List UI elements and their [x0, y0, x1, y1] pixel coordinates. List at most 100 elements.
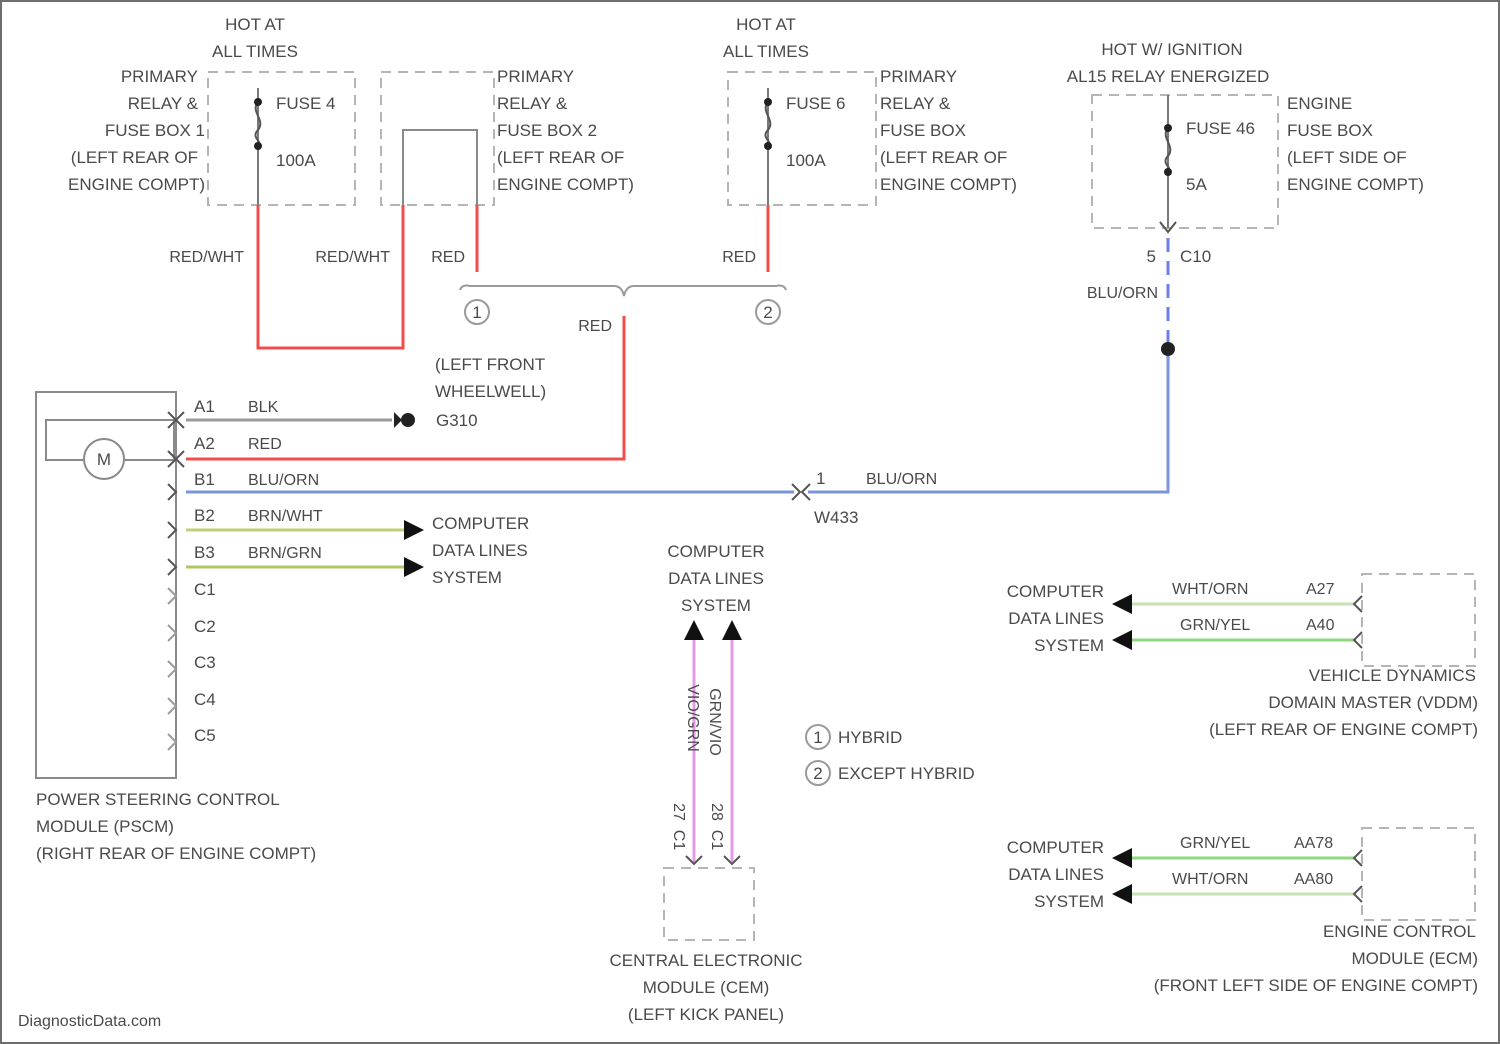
arrow-up-icon [684, 620, 704, 640]
fuse-box-1-location-line: FUSE BOX 1 [105, 121, 205, 140]
engine-fuse-box-location-line: ENGINE [1287, 94, 1352, 113]
vddm-outline [1362, 574, 1475, 666]
pscm-pin-id: A1 [194, 397, 215, 416]
ecm-cdl-line: DATA LINES [1008, 865, 1104, 884]
cem-outline [664, 868, 754, 940]
variant-1-number: 1 [472, 303, 481, 322]
cem-name-line: (LEFT KICK PANEL) [628, 1005, 784, 1024]
wire-label-blu-orn-upper: BLU/ORN [1087, 285, 1158, 302]
fuse-4-name: FUSE 4 [276, 94, 336, 113]
fuse-box-1-outline [208, 72, 355, 205]
arrow-left-icon [1112, 884, 1132, 904]
fuse-terminal [254, 142, 262, 150]
pscm-pin-row: B3 BRN/GRN [168, 543, 410, 575]
vddm-name-line: DOMAIN MASTER (VDDM) [1268, 693, 1478, 712]
ecm-cdl-line: COMPUTER [1007, 838, 1104, 857]
fuse-box-2-location-line: (LEFT REAR OF [497, 148, 624, 167]
fuse-box-3-location-line: RELAY & [880, 94, 951, 113]
engine-fuse-box: HOT W/ IGNITION AL15 RELAY ENERGIZED FUS… [1067, 40, 1424, 266]
splice-dot [1161, 342, 1175, 356]
vddm-cdl-line: SYSTEM [1034, 636, 1104, 655]
legend-except-hybrid-label: EXCEPT HYBRID [838, 764, 975, 783]
arrow-left-icon [1112, 630, 1132, 650]
inline-connector-w433-symbol [792, 484, 810, 500]
ecm-name-line: MODULE (ECM) [1351, 949, 1478, 968]
fuse-46-rating: 5A [1186, 175, 1207, 194]
variant-splice-bracket [460, 286, 786, 297]
ecm-wire-label: GRN/YEL [1180, 835, 1250, 852]
fuse-box-3-location-line: (LEFT REAR OF [880, 148, 1007, 167]
pscm-pin-wire: BRN/WHT [248, 508, 323, 525]
ground-location-line: (LEFT FRONT [435, 355, 545, 374]
fuse-terminal [1164, 124, 1172, 132]
pscm-pin-row: A1 BLK [168, 397, 279, 428]
pscm-name-line: POWER STEERING CONTROL [36, 790, 280, 809]
wire-label-blu-orn-lower: BLU/ORN [866, 471, 937, 488]
fuse-box-3-location-line: ENGINE COMPT) [880, 175, 1017, 194]
ecm-pin: AA78 [1294, 835, 1333, 852]
cem-name-line: CENTRAL ELECTRONIC [609, 951, 802, 970]
fuse-box-1-location-line: PRIMARY [121, 67, 198, 86]
engine-fuse-box-outline [1092, 95, 1278, 228]
blu-orn-wire-right [808, 356, 1168, 492]
fuse-46-name: FUSE 46 [1186, 119, 1255, 138]
fuse-box-3: HOT AT ALL TIMES FUSE 6 100A PRIMARY REL… [723, 15, 1017, 205]
cem-name-line: MODULE (CEM) [643, 978, 770, 997]
inline-connector-name: W433 [814, 508, 858, 527]
fuse-terminal [254, 98, 262, 106]
arrow-up-icon [722, 620, 742, 640]
vddm-cdl-line: DATA LINES [1008, 609, 1104, 628]
ecm-module: COMPUTER DATA LINES SYSTEM GRN/YEL AA78 … [1007, 828, 1478, 995]
vddm-cdl-line: COMPUTER [1007, 582, 1104, 601]
pscm-pin-id: C1 [194, 580, 216, 599]
ecm-outline [1362, 828, 1475, 920]
watermark: DiagnosticData.com [18, 1013, 161, 1030]
engine-fuse-box-location-line: ENGINE COMPT) [1287, 175, 1424, 194]
vddm-pin: A27 [1306, 581, 1335, 598]
legend-variant-2-number: 2 [813, 764, 822, 783]
pscm-pin-row: A2 RED [168, 434, 282, 467]
engine-fuse-box-location-line: FUSE BOX [1287, 121, 1373, 140]
fuse-box-2-location-line: FUSE BOX 2 [497, 121, 597, 140]
pscm-pin-id: A2 [194, 434, 215, 453]
arrow-left-icon [1112, 594, 1132, 614]
inline-connector-pin: 1 [816, 469, 825, 488]
pscm-pin-row: B2 BRN/WHT [168, 506, 410, 538]
fuse-box-3-location-line: PRIMARY [880, 67, 957, 86]
pscm-pin-id: B3 [194, 543, 215, 562]
fuse-box-1-location-line: ENGINE COMPT) [68, 175, 205, 194]
red-white-wire [258, 205, 403, 348]
motor-label: M [97, 450, 111, 469]
cem-wire-label: GRN/VIO [706, 688, 723, 756]
arrow-left-icon [1112, 848, 1132, 868]
wire-label-red-2: RED [722, 249, 756, 266]
pscm-pin-wire: RED [248, 436, 282, 453]
ground-name: G310 [436, 411, 478, 430]
ecm-name-line: (FRONT LEFT SIDE OF ENGINE COMPT) [1154, 976, 1478, 995]
ecm-pin: AA80 [1294, 871, 1333, 888]
pscm-pin-id: C5 [194, 726, 216, 745]
cem-wire-label: VIO/GRN [684, 684, 701, 752]
pscm-name-line: MODULE (PSCM) [36, 817, 174, 836]
fuse-box-2-location-line: RELAY & [497, 94, 568, 113]
pscm-pin-wire: BLU/ORN [248, 472, 319, 489]
legend-hybrid-label: HYBRID [838, 728, 902, 747]
fuse-terminal [764, 142, 772, 150]
fuse-box-3-hot-line-1: HOT AT [736, 15, 796, 34]
engine-fuse-box-hot-line-1: HOT W/ IGNITION [1101, 40, 1242, 59]
cdl-pscm-line: DATA LINES [432, 541, 528, 560]
pscm-pin-id: C4 [194, 690, 216, 709]
fuse-6-name: FUSE 6 [786, 94, 846, 113]
ground-symbol [394, 412, 402, 428]
cem-connector: C1 [670, 830, 687, 851]
vddm-name-line: (LEFT REAR OF ENGINE COMPT) [1209, 720, 1478, 739]
cdl-pscm-line: SYSTEM [432, 568, 502, 587]
pscm-pin-id: C3 [194, 653, 216, 672]
blue-ignition-wire: BLU/ORN BLU/ORN 1 W433 [186, 238, 1175, 527]
cdl-cem-line: DATA LINES [668, 569, 764, 588]
pscm-module: M A1 BLK A2 RED B1 BLU/ORN B2 BRN/WHT B3… [36, 392, 410, 863]
pscm-pin-wire: BLK [248, 399, 279, 416]
fuse-box-3-hot-line-2: ALL TIMES [723, 42, 809, 61]
ground-location-line: WHEELWELL) [435, 382, 546, 401]
